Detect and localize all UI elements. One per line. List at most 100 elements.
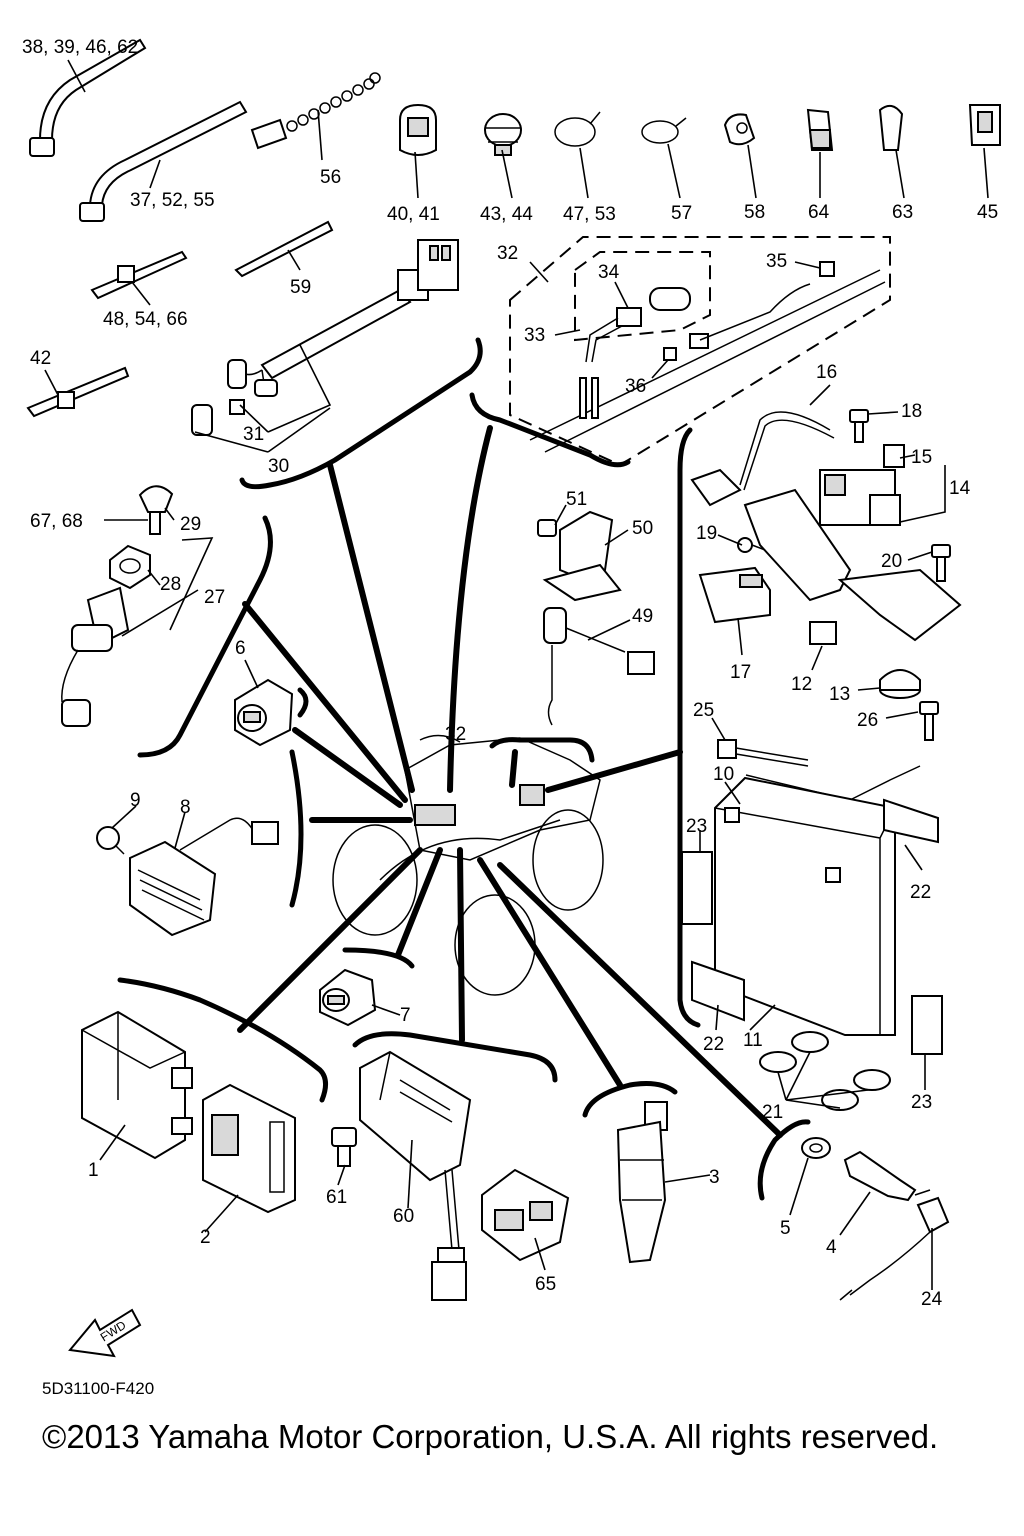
switch-49 [543, 607, 655, 726]
label-9: 9 [130, 790, 141, 811]
group-brackets [117, 337, 811, 1201]
label-25: 25 [693, 700, 714, 721]
nut-28 [109, 544, 151, 590]
label-17: 17 [730, 662, 751, 683]
label-38-39-46-62: 38, 39, 46, 62 [22, 37, 138, 58]
cable-tie-42 [26, 366, 130, 418]
band-57 [641, 117, 687, 144]
copyright-notice: ©2013 Yamaha Motor Corporation, U.S.A. A… [42, 1418, 938, 1455]
clamp-40 [399, 103, 437, 156]
rectifier-regulator-8 [129, 817, 279, 937]
label-27: 27 [204, 587, 225, 608]
forward-arrow-icon: FWD [68, 1308, 142, 1358]
clip-64 [806, 108, 834, 151]
label-23-left: 23 [686, 816, 707, 837]
control-unit-60 [359, 1050, 472, 1301]
label-30: 30 [268, 456, 289, 477]
cable-tie-38 [29, 38, 147, 157]
pad-23b [911, 995, 943, 1055]
starter-relay-14 [819, 444, 905, 526]
label-10: 10 [713, 764, 734, 785]
label-2: 2 [200, 1227, 211, 1248]
label-60: 60 [393, 1206, 414, 1227]
label-12: 12 [791, 674, 812, 695]
pad-22b [691, 960, 745, 1022]
label-6: 6 [235, 638, 246, 659]
label-24: 24 [921, 1289, 943, 1310]
bolt-19 [737, 537, 766, 553]
label-1: 1 [88, 1160, 99, 1181]
label-45: 45 [977, 202, 998, 223]
label-32-top: 32 [497, 243, 518, 264]
pad-23a [681, 851, 713, 925]
clamp-43 [484, 113, 522, 156]
battery-bolt-26 [919, 701, 939, 741]
label-5: 5 [780, 1218, 791, 1239]
label-34: 34 [598, 262, 620, 283]
label-67-68: 67, 68 [30, 511, 83, 532]
bead-tie-56 [250, 72, 381, 150]
pad-22a [883, 798, 939, 844]
bolt-18 [849, 409, 869, 443]
switch-6 [234, 678, 294, 747]
label-65: 65 [535, 1274, 556, 1295]
cable-tie-37 [79, 100, 248, 222]
main-switch-27 [61, 586, 130, 727]
clip-58 [723, 113, 756, 146]
holder-45 [968, 104, 1001, 146]
label-13: 13 [829, 684, 850, 705]
ecu-2 [202, 1083, 296, 1214]
label-31: 31 [243, 424, 264, 445]
switch-bracket-50 [537, 510, 622, 602]
label-20: 20 [881, 551, 902, 572]
cable-16 [690, 411, 835, 507]
wire-harness-30 [191, 239, 459, 436]
diagram-code: 5D31100-F420 [42, 1379, 154, 1398]
sub-harness-group-32 [509, 236, 891, 467]
label-3: 3 [709, 1167, 720, 1188]
label-14: 14 [949, 478, 971, 499]
label-43-44: 43, 44 [480, 204, 533, 225]
label-51: 51 [566, 489, 587, 510]
cable-tie-48 [90, 250, 188, 300]
atv-vehicle [332, 734, 604, 996]
leader-lines [44, 59, 989, 1290]
washer-5 [801, 1137, 831, 1159]
cable-tie-59 [234, 220, 334, 278]
dampers-21 [759, 1031, 891, 1111]
label-18: 18 [901, 401, 922, 422]
bolt-20 [931, 544, 951, 582]
plug-cap-24 [839, 1196, 950, 1301]
label-29: 29 [180, 514, 201, 535]
ignition-coil-3 [616, 1101, 668, 1264]
label-36: 36 [625, 376, 646, 397]
fuse-box-17 [698, 566, 771, 624]
label-15: 15 [911, 447, 932, 468]
label-22-bottom: 22 [703, 1034, 724, 1055]
label-42: 42 [30, 348, 51, 369]
band-47 [554, 111, 601, 147]
battery-cable-25 [717, 739, 921, 801]
clip-63 [878, 104, 904, 151]
label-11: 11 [743, 1030, 763, 1051]
bolt-9 [96, 826, 125, 855]
spark-plug-4 [843, 1150, 931, 1202]
relay-bracket-12 [743, 488, 962, 645]
label-47-53: 47, 53 [563, 204, 616, 225]
label-58: 58 [744, 202, 765, 223]
relay-65 [481, 1168, 570, 1262]
label-8: 8 [180, 797, 191, 818]
label-50: 50 [632, 518, 653, 539]
cdi-unit-1 [81, 1010, 193, 1160]
label-23-right: 23 [911, 1092, 932, 1113]
part-labels: 38, 39, 46, 62 37, 52, 55 56 40, 41 43, … [22, 37, 998, 1310]
label-61: 61 [326, 1187, 347, 1208]
label-32-center: 32 [445, 724, 466, 745]
label-21: 21 [762, 1102, 783, 1123]
bolt-61 [331, 1127, 357, 1167]
label-4: 4 [826, 1237, 837, 1258]
label-35: 35 [766, 251, 787, 272]
label-59: 59 [290, 277, 311, 298]
damper-13 [879, 669, 921, 699]
